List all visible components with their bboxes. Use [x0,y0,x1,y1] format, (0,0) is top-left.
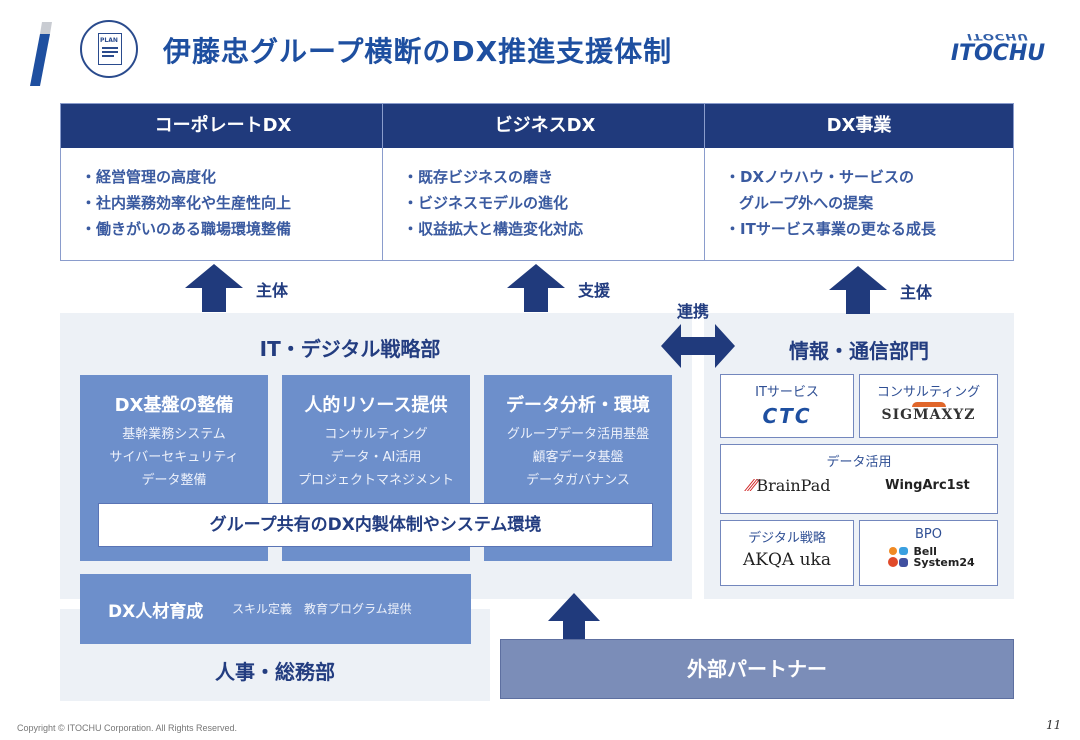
up-arrow-icon [507,264,565,312]
box-item: グループデータ活用基盤 [506,427,650,442]
company-box-digital-strategy: デジタル戦略 AKQA uka [720,520,854,586]
logo-text: ITOCHU [950,41,1046,66]
arrow-label-support: 支援 [578,281,611,300]
wingarc-logo: WingArc1st [885,478,970,493]
arrow-label-lead: 主体 [256,281,289,300]
company-category: デジタル戦略 [748,531,826,546]
up-arrow-icon [829,266,887,314]
corporate-dx-box: コーポレートDX ・経営管理の高度化 ・社内業務効率化や生産性向上 ・働きがいの… [60,103,386,261]
company-category: ITサービス [755,385,819,400]
logo-reflection: ITOCHU [967,31,1029,42]
bell-system-icon [887,547,908,567]
copyright-text: Copyright © ITOCHU Corporation. All Righ… [17,723,238,733]
itochu-logo: ITOCHU ITOCHU [948,30,1048,75]
business-dx-header: ビジネスDX [383,104,707,148]
box-item: データ・AI活用 [330,450,422,465]
list-item: ・働きがいのある職場環境整備 [81,220,292,238]
box-title: DX基盤の整備 [114,395,234,416]
title-accent-slash [30,22,52,86]
plan-icon-label: PLAN [100,37,118,44]
it-panel-title: IT・デジタル戦略部 [259,337,441,361]
company-category: BPO [915,527,942,542]
company-box-bpo: BPO Bell System24 [859,520,998,586]
dx-talent-items: スキル定義 教育プログラム提供 [232,602,412,616]
akqa-uka-logo: AKQA uka [743,550,831,570]
corporate-dx-header: コーポレートDX [61,104,385,148]
box-item: 基幹業務システム [122,427,226,442]
page-title: 伊藤忠グループ横断のDX推進支援体制 [163,35,673,68]
up-arrow-icon [548,593,600,641]
company-category: コンサルティング [876,385,981,400]
box-item: サイバーセキュリティ [109,450,239,465]
box-item: 顧客データ基盤 [532,450,624,465]
box-item: データガバナンス [526,473,630,488]
dx-business-header: DX事業 [705,104,1013,148]
sigmaxyz-logo: SIGMAXYZ [881,407,976,423]
arrow-label-lead-right: 主体 [900,283,933,302]
brainpad-logo: ⁄⁄⁄BrainPad [748,476,831,495]
box-item: コンサルティング [324,427,428,442]
list-item: ・経営管理の高度化 [81,168,217,186]
dx-talent-title: DX人材育成 [108,602,204,622]
bell-system-logo: Bell System24 [913,545,975,569]
box-title: 人的リソース提供 [304,395,448,416]
company-category: データ活用 [826,455,892,470]
box-item: データ整備 [141,473,207,488]
list-item: ・ビジネスモデルの進化 [403,194,569,212]
shared-system-bar: グループ共有のDX内製体制やシステム環境 [98,503,653,547]
list-item: ・既存ビジネスの磨き [403,168,554,186]
list-item: グループ外への提案 [739,194,874,212]
company-box-data: データ活用 ⁄⁄⁄BrainPad WingArc1st [720,444,998,514]
list-item: ・ITサービス事業の更なる成長 [725,220,936,238]
up-arrow-icon [185,264,243,312]
business-dx-box: ビジネスDX ・既存ビジネスの磨き ・ビジネスモデルの進化 ・収益拡大と構造変化… [382,103,708,261]
company-box-it-service: ITサービス CTC [720,374,854,438]
company-box-consulting: コンサルティング SIGMAXYZ [859,374,998,438]
double-arrow-icon [661,324,735,368]
list-item: ・DXノウハウ・サービスの [725,168,915,186]
page-number: 11 [1046,718,1062,732]
list-item: ・収益拡大と構造変化対応 [403,220,584,238]
info-panel-title: 情報・通信部門 [789,339,929,363]
ctc-logo: CTC [762,404,812,428]
sigmaxyz-arc-icon [911,402,946,407]
plan-document-icon: PLAN [80,20,138,78]
dx-talent-box: DX人材育成 スキル定義 教育プログラム提供 [80,574,471,644]
box-title: データ分析・環境 [506,395,650,416]
box-item: プロジェクトマネジメント [297,473,454,488]
link-label: 連携 [677,302,710,321]
dx-business-box: DX事業 ・DXノウハウ・サービスの グループ外への提案 ・ITサービス事業の更… [704,103,1014,261]
list-item: ・社内業務効率化や生産性向上 [81,194,292,212]
external-partner-box: 外部パートナー [500,639,1014,699]
hr-panel-title: 人事・総務部 [215,660,335,684]
